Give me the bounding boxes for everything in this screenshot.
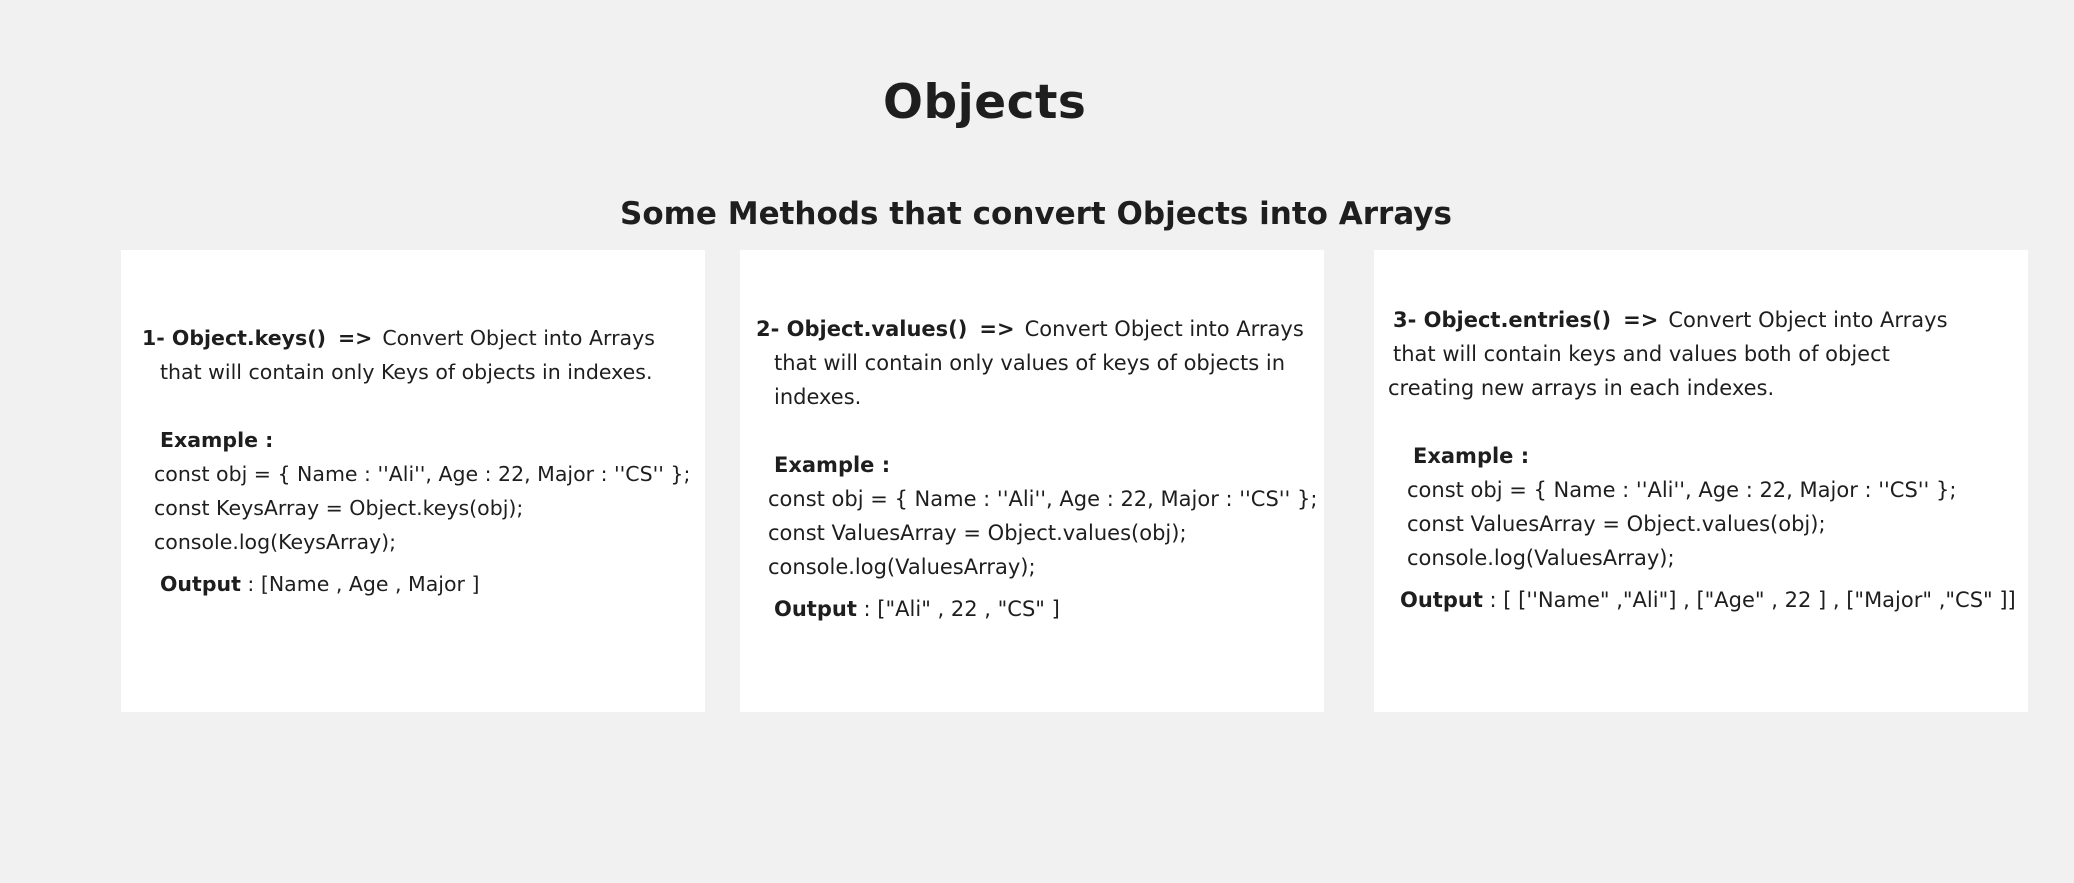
output-label: Output: [160, 572, 241, 596]
page-title: Objects: [883, 75, 1087, 130]
output-line: Output : ["Ali" , 22 , "CS" ]: [756, 592, 1317, 626]
code-line: const ValuesArray = Object.values(obj);: [1407, 512, 1826, 536]
arrow-label: =>: [979, 317, 1015, 341]
method-name: 2- Object.values(): [756, 317, 968, 341]
page-subtitle: Some Methods that convert Objects into A…: [620, 196, 1452, 232]
output-line: Output : [ [''Name" ,"Ali"] , ["Age" , 2…: [1388, 583, 2016, 617]
method-description: Convert Object into Arrays: [382, 326, 655, 350]
arrow-label: =>: [337, 326, 373, 350]
code-line: const obj = { Name : ''Ali'', Age : 22, …: [1407, 478, 1957, 502]
method-description: Convert Object into Arrays: [1668, 308, 1948, 332]
example-label: Example :: [160, 428, 274, 452]
code-line: console.log(ValuesArray);: [768, 555, 1036, 579]
method-description-continued: that will contain only values of keys of…: [774, 351, 1286, 375]
method-name: 3- Object.entries(): [1393, 308, 1612, 332]
example-label: Example :: [1413, 444, 1530, 468]
method-description: Convert Object into Arrays: [1024, 317, 1304, 341]
code-line: const KeysArray = Object.keys(obj);: [154, 496, 524, 520]
card-object-entries-content: 3- Object.entries() => Convert Object into…: [1388, 303, 2016, 617]
method-description-continued: indexes.: [774, 385, 862, 409]
arrow-label: =>: [1623, 308, 1659, 332]
method-description-continued: creating new arrays in each indexes.: [1388, 376, 1775, 400]
card-heading-line: 3- Object.entries() => Convert Object into…: [1388, 303, 2016, 337]
code-line: console.log(KeysArray);: [154, 530, 397, 554]
method-description-continued: that will contain only Keys of objects i…: [160, 360, 653, 384]
method-description-continued: that will contain keys and values both o…: [1393, 342, 1890, 366]
card-heading-line: 2- Object.values() => Convert Object into …: [756, 312, 1317, 346]
output-label: Output: [774, 597, 857, 621]
output-value: : [ [''Name" ,"Ali"] , ["Age" , 22 ] , […: [1482, 588, 2016, 612]
method-name: 1- Object.keys(): [142, 326, 326, 350]
example-label: Example :: [774, 453, 891, 477]
code-line: const obj = { Name : ''Ali'', Age : 22, …: [768, 487, 1318, 511]
card-object-keys: [121, 250, 705, 712]
card-object-entries: [1374, 250, 2028, 712]
output-value: : [Name , Age , Major ]: [240, 572, 480, 596]
card-heading-line: 1- Object.keys() => Convert Object into Ar…: [142, 321, 690, 355]
code-line: console.log(ValuesArray);: [1407, 546, 1675, 570]
code-line: const ValuesArray = Object.values(obj);: [768, 521, 1187, 545]
output-value: : ["Ali" , 22 , "CS" ]: [856, 597, 1060, 621]
output-label: Output: [1400, 588, 1483, 612]
output-line: Output : [Name , Age , Major ]: [142, 567, 690, 601]
card-object-values-content: 2- Object.values() => Convert Object into …: [756, 312, 1317, 626]
code-line: const obj = { Name : ''Ali'', Age : 22, …: [154, 462, 691, 486]
card-object-values: [740, 250, 1324, 712]
card-object-keys-content: 1- Object.keys() => Convert Object into Ar…: [142, 321, 690, 601]
